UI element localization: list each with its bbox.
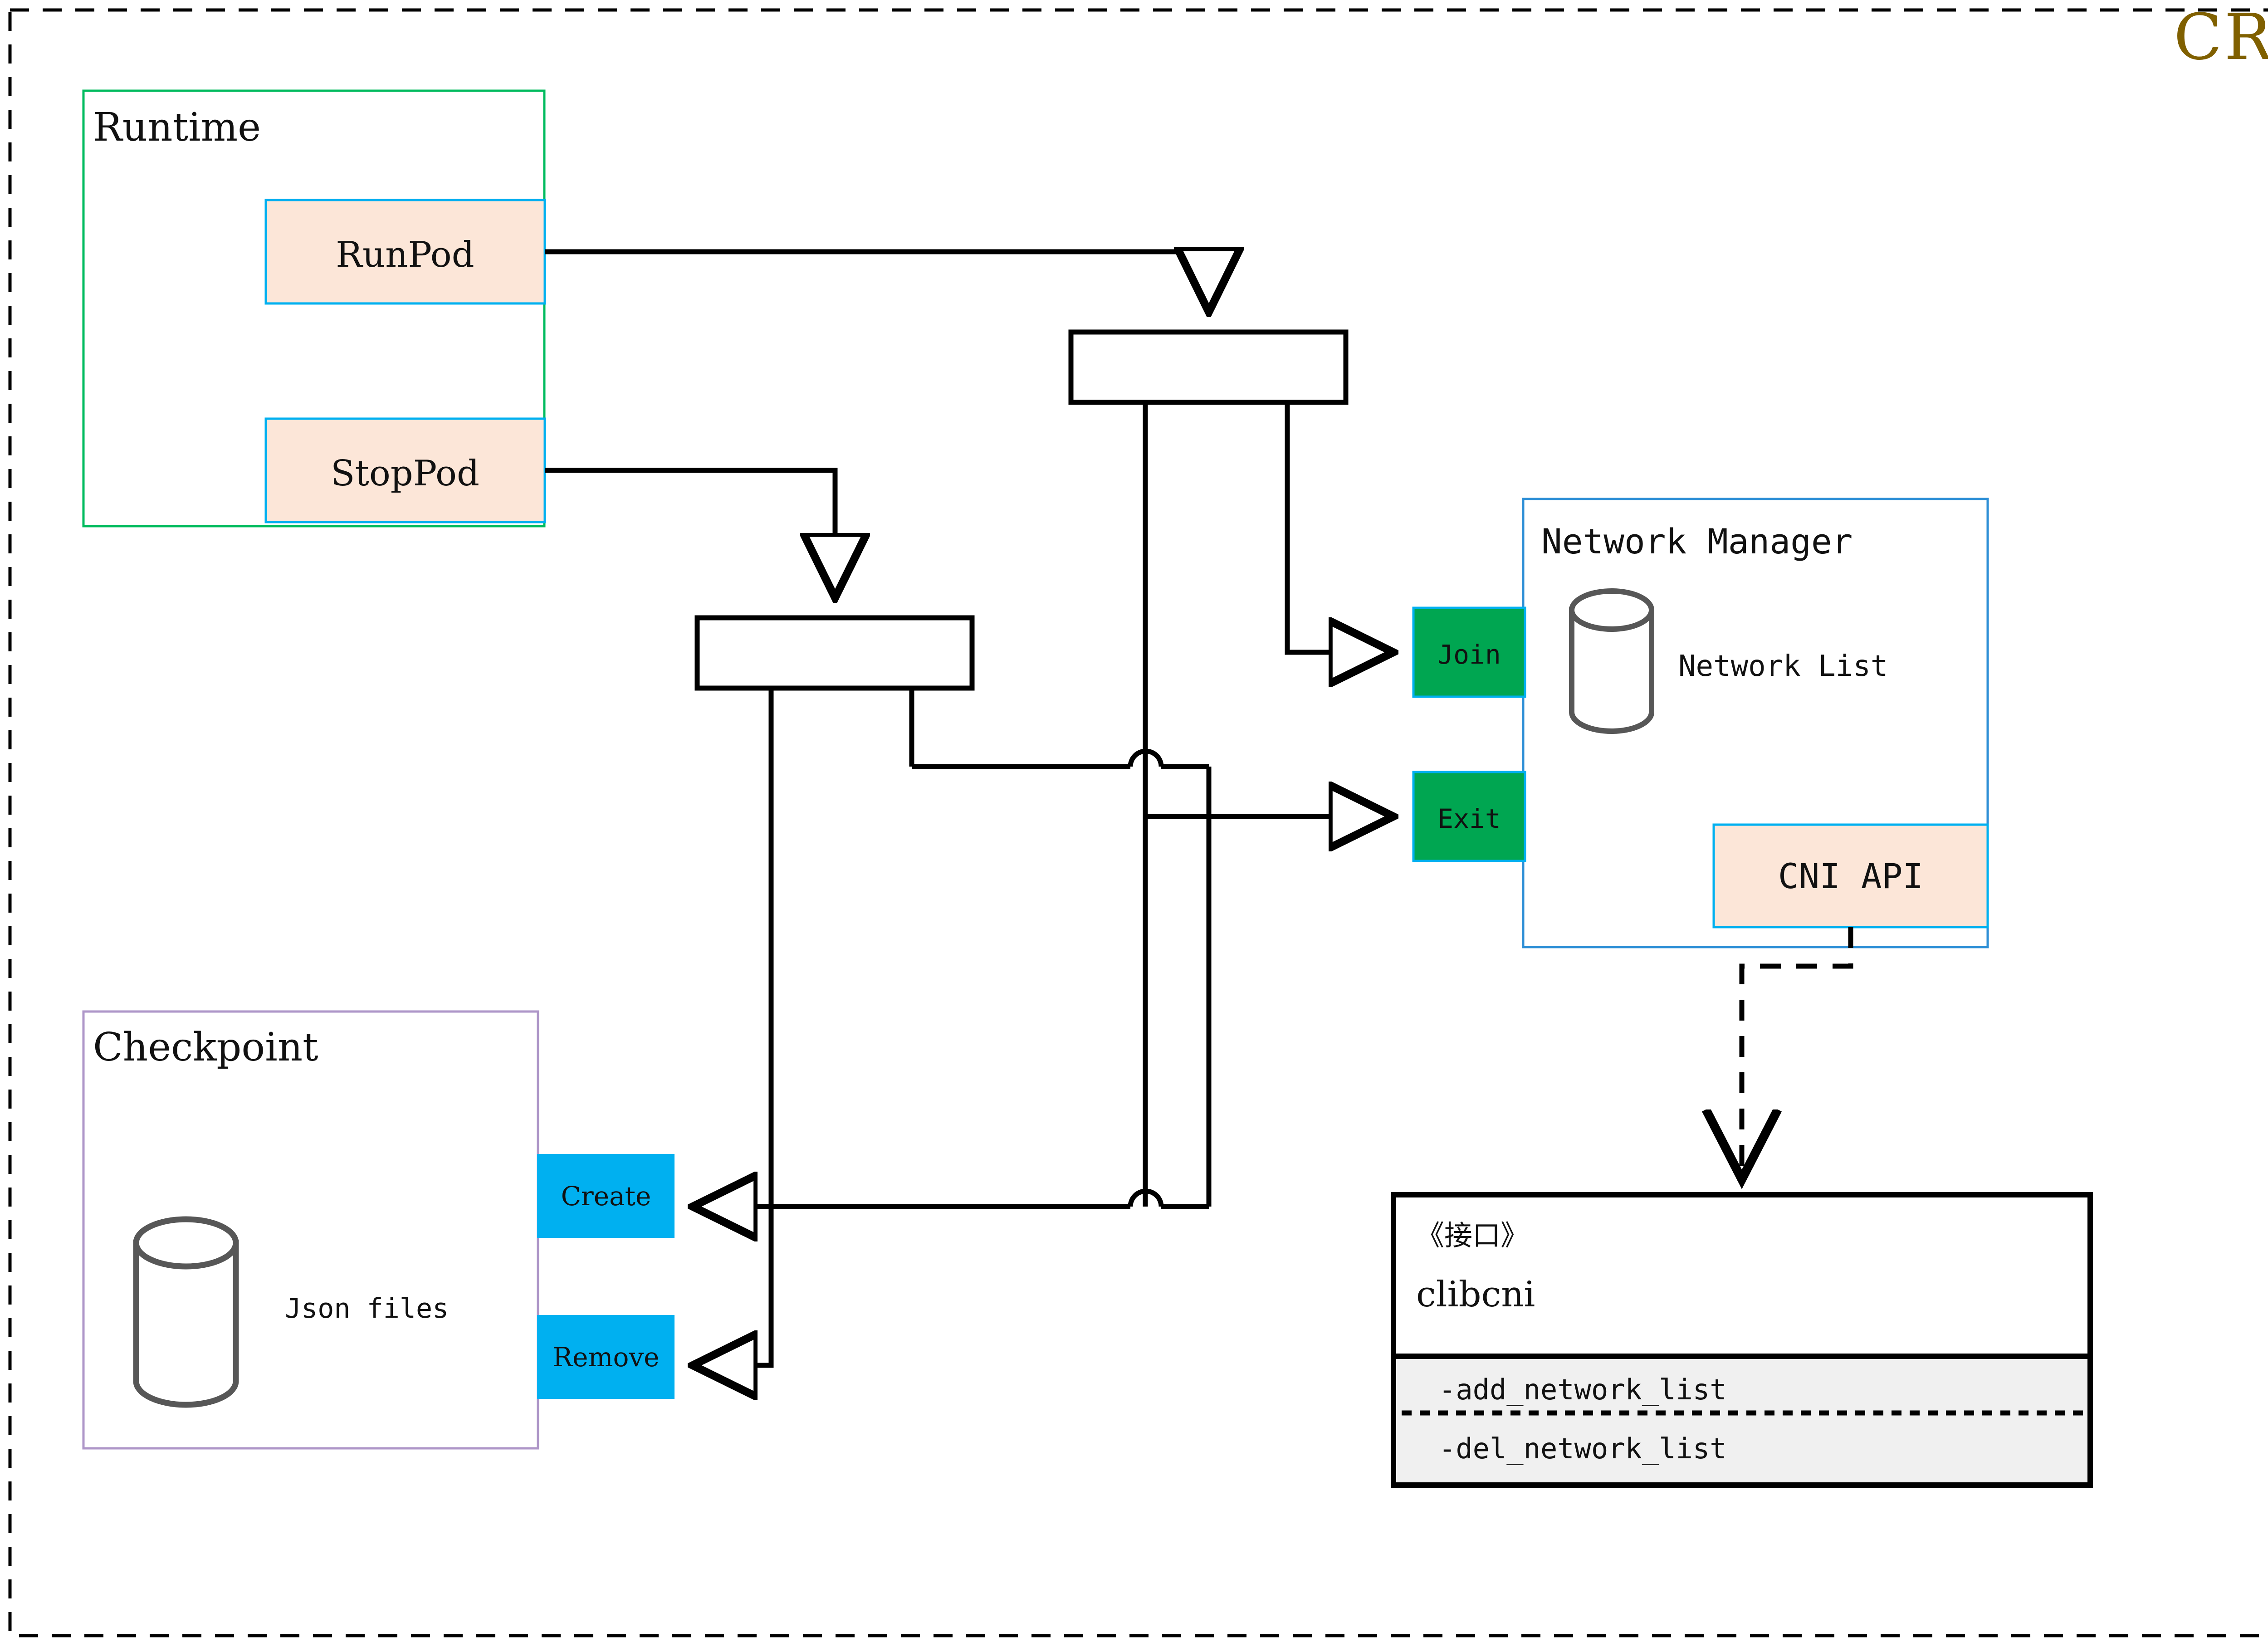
router-bar-top [1068,329,1349,405]
clibcni-name: clibcni [1416,1274,1535,1315]
join-label: Join [1437,639,1501,670]
clibcni-interface-outline [1391,1192,2093,1488]
runtime-group-label: Runtime [93,105,261,150]
cni-api-box[interactable] [1712,823,1989,929]
cni-api-label: CNI API [1778,856,1923,896]
create-box[interactable] [537,1154,675,1238]
exit-box[interactable] [1412,771,1526,862]
edge-cniapi-to-clibcni [1742,927,1853,1179]
clibcni-methods-compartment [1396,1356,2087,1482]
join-box[interactable] [1412,606,1526,698]
network-manager-group-label: Network Manager [1541,521,1853,562]
clibcni-method-0: -add_network_list [1439,1373,1727,1406]
remove-box[interactable] [537,1315,675,1399]
line-hop-arc [1128,748,1164,767]
remove-label: Remove [552,1342,659,1373]
edge-runpod-to-router-top [545,252,1209,312]
run-pod-label: RunPod [336,235,474,275]
network-list-cylinder-icon [1569,588,1654,734]
clibcni-stereotype: 《接口》 [1416,1219,1529,1252]
edge-stoppod-to-router-bottom [545,468,835,598]
page-title: CRI [2174,0,2268,74]
json-files-cylinder-icon [133,1216,239,1408]
network-list-label: Network List [1678,650,1888,683]
edge-router-top-to-join [1285,402,1393,652]
edge-router-bottom-to-remove [693,688,774,1365]
create-label: Create [561,1181,651,1212]
exit-label: Exit [1437,803,1501,834]
clibcni-method-1: -del_network_list [1439,1432,1727,1465]
router-bar-bottom [694,615,975,691]
outer-frame [8,8,2268,1637]
checkpoint-group-label: Checkpoint [93,1025,318,1070]
json-files-label: Json files [285,1293,449,1324]
stop-pod-label: StopPod [331,453,479,494]
